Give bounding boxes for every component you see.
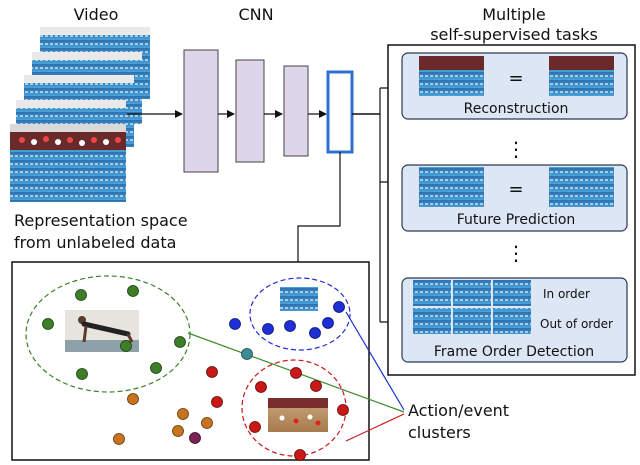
future-prediction-label: Future Prediction	[457, 212, 576, 228]
task-reconstruction: = Reconstruction	[401, 52, 628, 120]
blue-points	[229, 301, 345, 339]
cnn-layer-2	[235, 59, 265, 163]
video-frame-front	[10, 124, 126, 202]
ellipsis-2: ⋮	[506, 241, 526, 265]
task-future-prediction: = Future Prediction	[401, 164, 628, 232]
cnn-label: CNN	[238, 5, 273, 24]
future-prediction-equals: =	[508, 179, 523, 200]
cnn-layer-1	[183, 49, 219, 173]
out-of-order-label: Out of order	[540, 317, 613, 331]
cluster-blue	[249, 277, 351, 351]
tasks-title-line2: self-supervised tasks	[430, 25, 598, 44]
red-points	[206, 366, 349, 461]
tasks-title-line1: Multiple	[482, 5, 546, 24]
orange-points	[113, 393, 213, 445]
clusters-label-line2: clusters	[408, 423, 471, 442]
reconstruction-label: Reconstruction	[464, 101, 569, 117]
basketball-thumbnail	[268, 398, 328, 432]
video-frame-stack	[10, 27, 150, 202]
in-order-label: In order	[543, 287, 590, 301]
cnn-layers	[183, 49, 354, 173]
rep-space-line1: Representation space	[14, 211, 188, 230]
reconstruction-equals: =	[508, 68, 523, 89]
frame-order-label: Frame Order Detection	[434, 344, 594, 360]
cnn-layer-3	[283, 65, 309, 157]
green-points	[42, 285, 186, 380]
rep-space-line2: from unlabeled data	[14, 233, 176, 252]
teal-point	[241, 348, 253, 360]
task-frame-order: In order Out of order Frame Order Detect…	[401, 277, 628, 363]
clusters-label-line1: Action/event	[408, 401, 509, 420]
ellipsis-1: ⋮	[506, 137, 526, 161]
pool-thumbnail	[280, 287, 318, 311]
feature-layer	[326, 70, 354, 154]
purple-point	[189, 432, 201, 444]
video-label: Video	[74, 5, 119, 24]
